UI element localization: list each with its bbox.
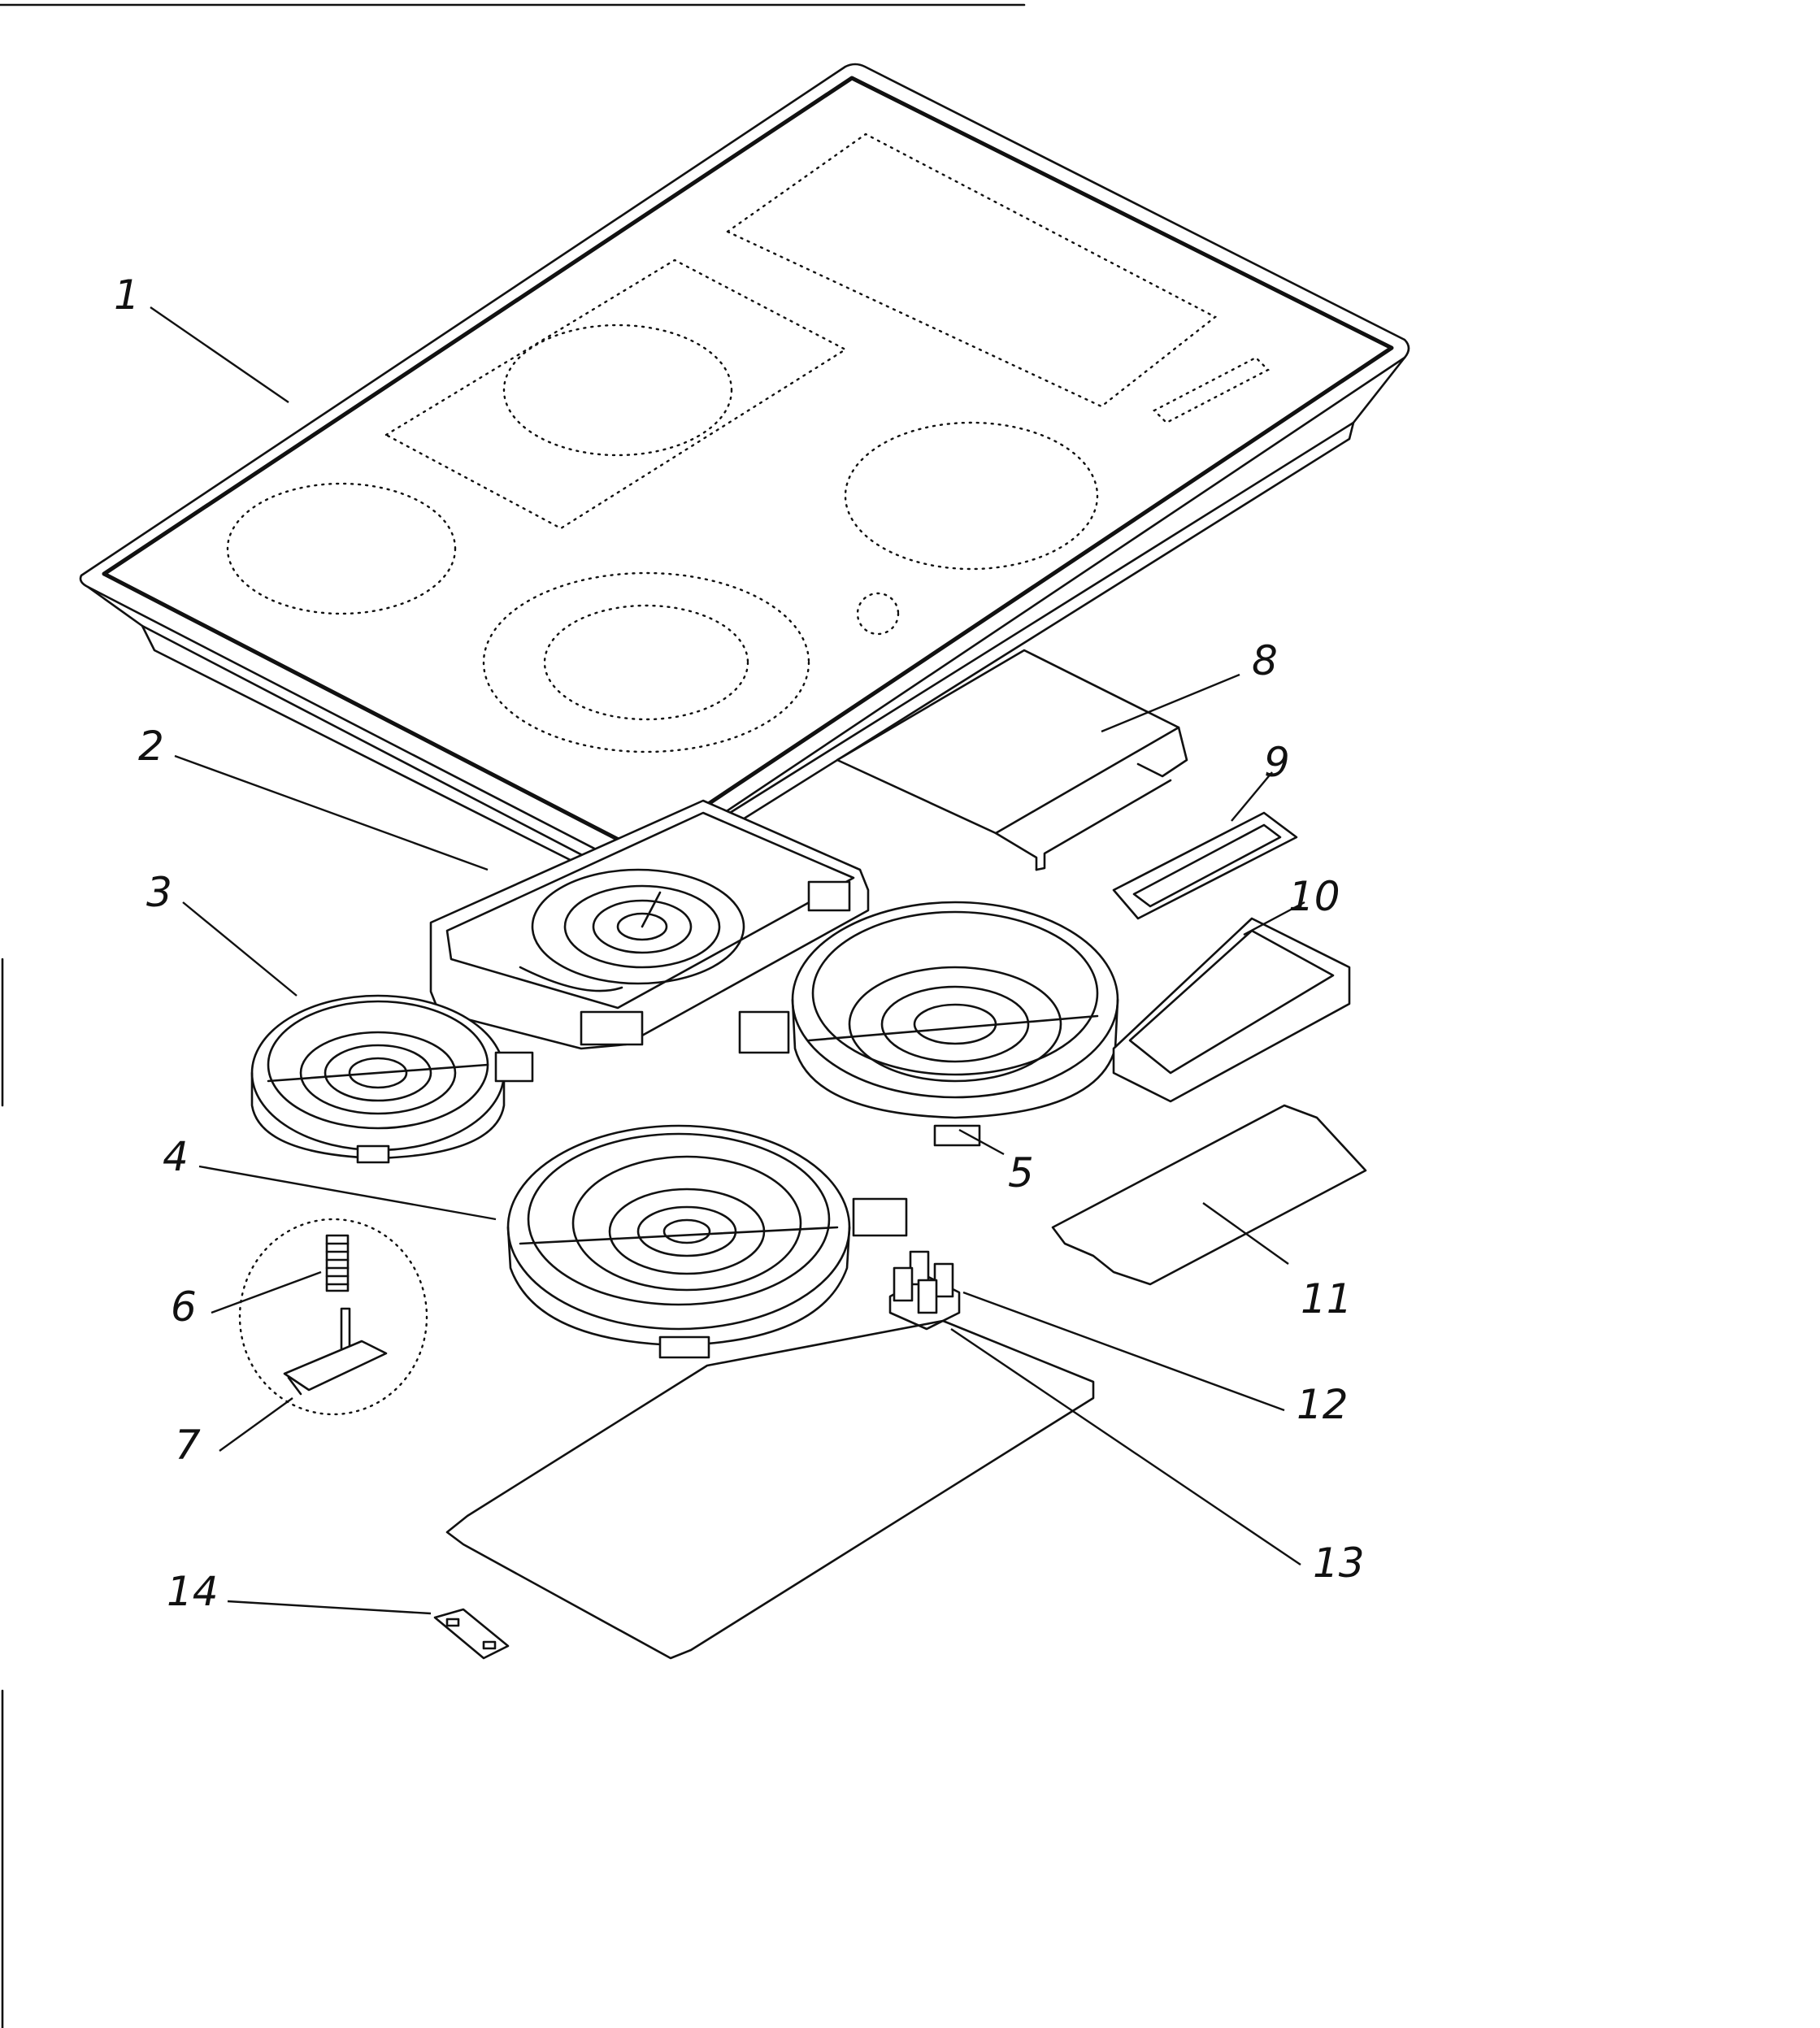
mounting-bracket [836,649,1188,871]
callout-1: 1 [114,271,140,319]
callout-2: 2 [138,723,164,770]
large-radiant-element [738,901,1119,1147]
small-radiant-element [250,994,534,1164]
wire-clip [433,1608,510,1660]
callout-12: 12 [1297,1381,1349,1428]
callout-9: 9 [1264,739,1290,786]
leader-lines [150,306,1305,1615]
rear-cover-plate [1051,1104,1367,1286]
callout-10: 10 [1288,873,1340,920]
dual-radiant-element [506,1124,908,1359]
callout-5: 5 [1008,1149,1034,1196]
callout-13: 13 [1313,1539,1365,1587]
power-indicator-dots [856,592,900,636]
radiant-heater-tray [429,799,870,1050]
bottom-cover-plate [445,1319,1095,1660]
cooktop-glass-top [79,63,1410,892]
callout-8: 8 [1252,637,1278,684]
callout-11: 11 [1301,1275,1353,1322]
page-frame [0,3,1026,2028]
callout-4: 4 [163,1133,189,1180]
callout-14: 14 [167,1568,219,1615]
control-module [1112,811,1351,1103]
callout-3: 3 [146,869,172,916]
callout-7: 7 [175,1422,201,1469]
spring-pin-detail [238,1218,428,1416]
callout-6: 6 [171,1283,197,1331]
callout-labels: 1 2 3 4 5 6 7 8 9 10 11 12 13 14 [114,271,1365,1615]
terminal-block [888,1250,961,1331]
